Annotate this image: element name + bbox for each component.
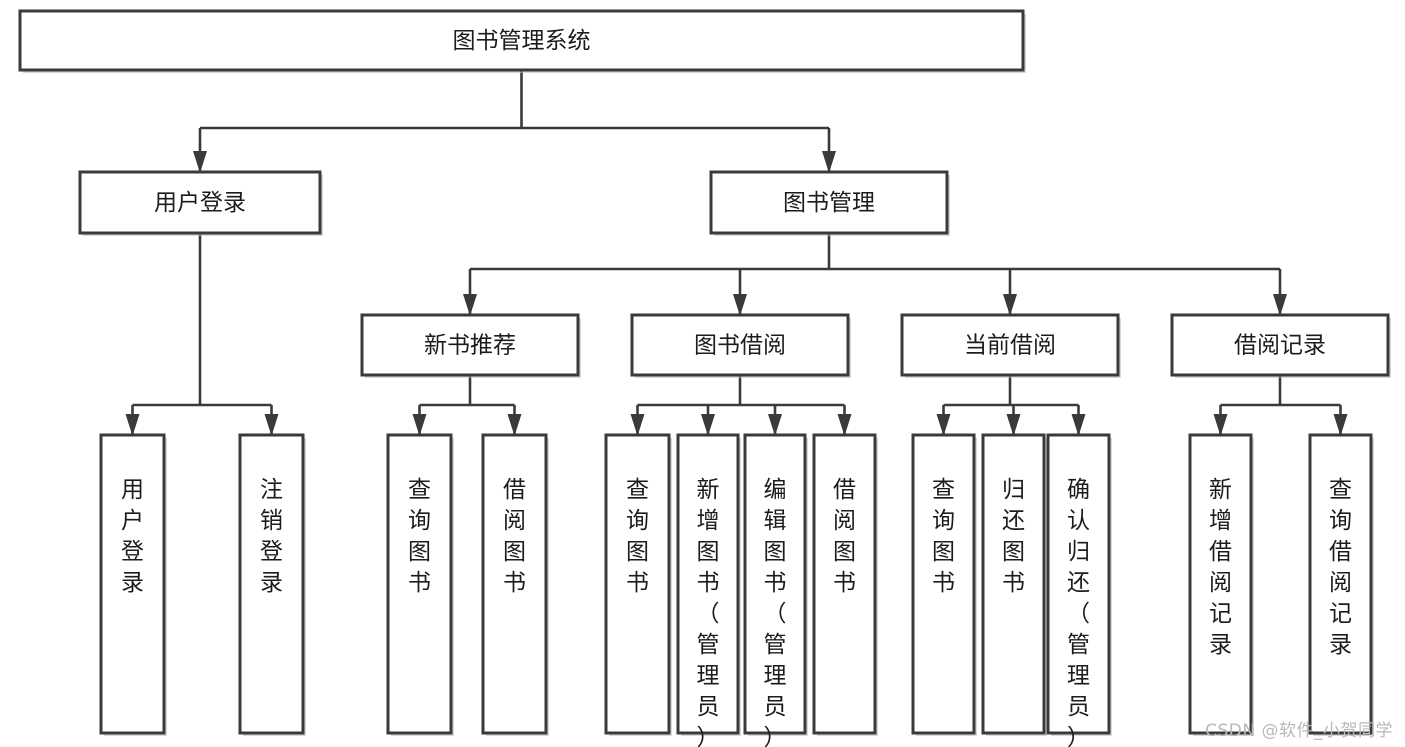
arrow-head-icon <box>1006 414 1021 436</box>
node-query-book-2[interactable]: 查询图书 <box>604 433 672 736</box>
node-add-borrow-record[interactable]: 新增借阅记录 <box>1188 433 1254 736</box>
node-label: 借阅图书 <box>503 477 526 596</box>
node-borrow-record[interactable]: 借阅记录 <box>1170 313 1391 378</box>
node-query-book-1[interactable]: 查询图书 <box>386 433 454 736</box>
node-label: 确认归还（管理员） <box>1067 477 1090 747</box>
arrow-head-icon <box>768 414 782 436</box>
arrow-head-icon <box>733 294 747 316</box>
node-book-borrow[interactable]: 图书借阅 <box>630 313 851 378</box>
arrow-head-icon <box>936 414 951 436</box>
node-user-login-do[interactable]: 用户登录 <box>99 433 167 736</box>
node-label: 借阅记录 <box>1234 333 1326 359</box>
node-label: 新书推荐 <box>424 333 516 359</box>
node-user-login[interactable]: 用户登录 <box>78 170 323 236</box>
node-current-borrow[interactable]: 当前借阅 <box>900 313 1121 378</box>
node-label: 借阅图书 <box>833 477 856 596</box>
arrow-head-icon <box>1273 294 1287 316</box>
arrow-head-icon <box>1003 294 1017 316</box>
node-new-book-rec[interactable]: 新书推荐 <box>360 313 581 378</box>
arrow-head-icon <box>193 151 207 173</box>
node-label: 用户登录 <box>154 190 246 216</box>
node-label: 当前借阅 <box>964 333 1056 359</box>
node-label: 查询图书 <box>626 477 649 596</box>
node-label: 查询图书 <box>408 477 431 596</box>
node-label: 新增借阅记录 <box>1209 477 1232 658</box>
node-label: 图书借阅 <box>694 333 786 359</box>
node-label: 查询借阅记录 <box>1329 477 1352 658</box>
node-label: 查询图书 <box>932 477 955 596</box>
arrow-head-icon <box>463 294 477 316</box>
arrow-head-icon <box>264 414 279 436</box>
arrow-head-icon <box>1213 414 1228 436</box>
arrow-head-icon <box>1071 414 1086 436</box>
node-label: 图书管理系统 <box>453 28 591 54</box>
node-label: 注销登录 <box>260 477 283 596</box>
node-label: 新增图书（管理员） <box>697 477 720 747</box>
node-add-book[interactable]: 新增图书（管理员） <box>676 433 741 747</box>
node-borrow-book-2[interactable]: 借阅图书 <box>812 433 878 736</box>
node-label: 编辑图书（管理员） <box>764 477 787 747</box>
arrow-head-icon <box>125 414 140 436</box>
node-label: 用户登录 <box>121 477 144 596</box>
node-root[interactable]: 图书管理系统 <box>18 9 1026 73</box>
watermark-label: CSDN @软件_小贺同学 <box>1205 721 1393 741</box>
arrow-head-icon <box>630 414 645 436</box>
node-label: 图书管理 <box>783 190 875 216</box>
node-edit-book[interactable]: 编辑图书（管理员） <box>743 433 808 747</box>
node-borrow-book-1[interactable]: 借阅图书 <box>481 433 549 736</box>
node-label: 归还图书 <box>1002 477 1025 596</box>
node-book-admin[interactable]: 图书管理 <box>709 170 950 236</box>
node-query-borrow-record[interactable]: 查询借阅记录 <box>1308 433 1374 736</box>
node-query-book-3[interactable]: 查询图书 <box>911 433 977 736</box>
node-user-logout[interactable]: 注销登录 <box>238 433 306 736</box>
arrow-head-icon <box>701 414 715 436</box>
arrow-head-icon <box>837 414 852 436</box>
arrow-head-icon <box>822 151 836 173</box>
node-return-book[interactable]: 归还图书 <box>981 433 1047 736</box>
arrow-head-icon <box>412 414 427 436</box>
node-confirm-return[interactable]: 确认归还（管理员） <box>1046 433 1112 747</box>
connector-layer <box>125 70 1348 436</box>
node-layer: 图书管理系统用户登录图书管理用户登录注销登录新书推荐查询图书借阅图书图书借阅查询… <box>18 9 1391 747</box>
arrow-head-icon <box>507 414 522 436</box>
arrow-head-icon <box>1333 414 1348 436</box>
